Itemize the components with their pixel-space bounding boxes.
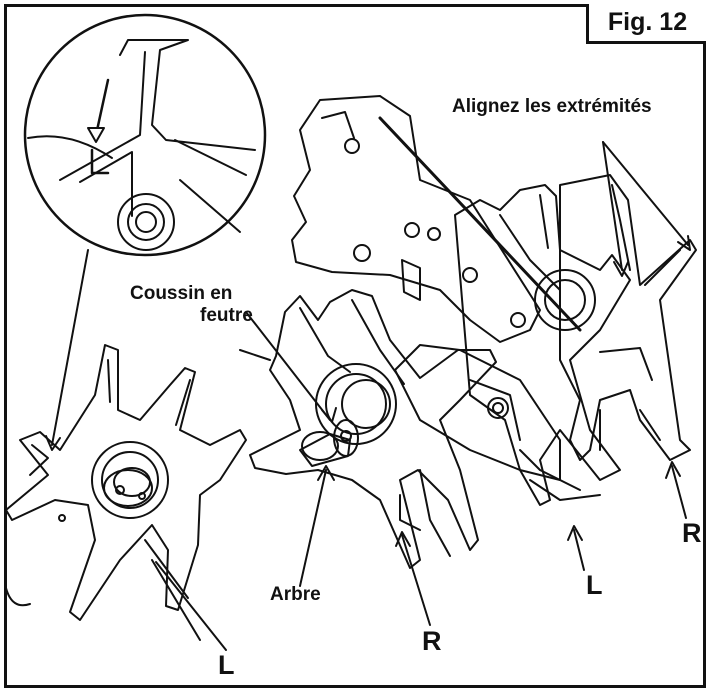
- felt-cushion-label-line2: feutre: [200, 305, 253, 326]
- right-tines: [454, 174, 697, 506]
- left-detached-tine: [5, 344, 247, 641]
- center-tine: [239, 289, 497, 569]
- detail-zoom-circle: [23, 13, 267, 257]
- shaft-label: Arbre: [270, 584, 321, 605]
- align-ends-label: Alignez les extrémités: [452, 96, 652, 117]
- felt-cushion-label-line1: Coussin en: [130, 283, 233, 304]
- figure-label: Fig. 12: [586, 4, 706, 44]
- left-tine-label-bottom: L: [218, 650, 235, 680]
- right-tine-label-right: R: [682, 518, 702, 548]
- figure-frame: [4, 4, 706, 688]
- right-tine-label-center: R: [422, 626, 442, 656]
- left-tine-label-right: L: [586, 570, 603, 600]
